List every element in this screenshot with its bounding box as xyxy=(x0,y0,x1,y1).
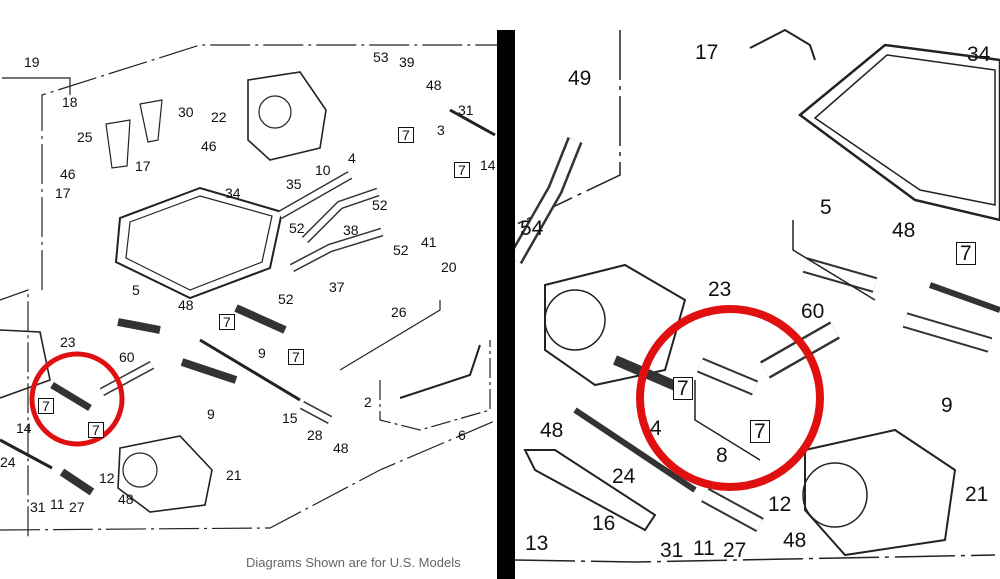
part-label: 52 xyxy=(372,197,388,213)
part-label: 48 xyxy=(783,529,807,552)
part-label: 9 xyxy=(258,345,266,361)
part-label: 18 xyxy=(62,94,78,110)
part-label: 4 xyxy=(650,417,662,440)
part-label: 38 xyxy=(343,222,359,238)
part-label: 12 xyxy=(99,470,115,486)
part-label: 25 xyxy=(77,129,93,145)
part-label: 53 xyxy=(373,49,389,65)
part-label: 11 xyxy=(50,496,65,512)
part-label-boxed: 7 xyxy=(88,422,104,438)
part-label: 21 xyxy=(965,483,989,506)
part-label: 34 xyxy=(967,43,991,66)
part-label: 6 xyxy=(458,427,466,443)
part-label: 13 xyxy=(525,532,549,555)
part-label: 5 xyxy=(820,196,832,219)
part-label: 31 xyxy=(30,499,46,515)
part-label: 48 xyxy=(426,77,442,93)
part-label: 28 xyxy=(307,427,323,443)
part-label-boxed: 7 xyxy=(288,349,304,365)
diagram-overview-panel: 19 18 25 30 22 46 17 46 17 34 35 10 4 53… xyxy=(0,0,497,579)
part-label: 52 xyxy=(278,291,294,307)
highlight-circle xyxy=(636,305,824,491)
part-label: 10 xyxy=(315,162,331,178)
part-label: 17 xyxy=(55,185,71,201)
part-label: 19 xyxy=(24,54,40,70)
part-label: 52 xyxy=(393,242,409,258)
part-label: 14 xyxy=(16,420,32,436)
part-label: 41 xyxy=(421,234,437,250)
part-label-boxed: 7 xyxy=(673,377,693,400)
part-label: 17 xyxy=(695,41,719,64)
part-label: 60 xyxy=(801,300,825,323)
parts-exploded-view-zoomed xyxy=(515,28,1000,563)
part-label: 2 xyxy=(364,394,372,410)
part-label: 54 xyxy=(520,217,544,240)
part-label: 22 xyxy=(211,109,227,125)
part-label: 27 xyxy=(723,539,747,562)
part-label: 46 xyxy=(201,138,217,154)
part-label: 8 xyxy=(716,444,728,467)
part-label: 20 xyxy=(441,259,457,275)
part-label: 15 xyxy=(282,410,298,426)
part-label: 23 xyxy=(708,278,732,301)
part-label: 37 xyxy=(329,279,345,295)
part-label: 27 xyxy=(69,499,85,515)
part-label: 24 xyxy=(612,465,636,488)
part-label: 12 xyxy=(768,493,792,516)
part-label: 46 xyxy=(60,166,76,182)
part-label: 4 xyxy=(348,150,356,166)
part-label: 31 xyxy=(660,539,684,562)
part-label: 39 xyxy=(399,54,415,70)
panel-divider xyxy=(497,30,515,579)
part-label: 17 xyxy=(135,158,151,174)
part-label: 3 xyxy=(437,122,445,138)
part-label: 26 xyxy=(391,304,407,320)
part-label: 48 xyxy=(118,491,134,507)
part-label: 30 xyxy=(178,104,194,120)
part-label: 16 xyxy=(592,512,616,535)
part-label: 60 xyxy=(119,349,135,365)
part-label: 34 xyxy=(225,185,241,201)
part-label: 48 xyxy=(540,419,564,442)
part-label: 11 xyxy=(693,537,715,560)
part-label: 52 xyxy=(289,220,305,236)
diagram-caption: Diagrams Shown are for U.S. Models xyxy=(246,555,461,570)
part-label-boxed: 7 xyxy=(219,314,235,330)
part-label: 23 xyxy=(60,334,76,350)
part-label: 49 xyxy=(568,67,592,90)
part-label-boxed: 7 xyxy=(38,398,54,414)
part-label-boxed: 7 xyxy=(454,162,470,178)
part-label: 21 xyxy=(226,467,242,483)
part-label: 5 xyxy=(132,282,140,298)
part-label: 48 xyxy=(178,297,194,313)
diagram-zoom-panel: 17 34 49 54 5 48 7 23 60 7 48 4 8 7 9 24… xyxy=(515,0,1000,579)
part-label: 31 xyxy=(458,102,474,118)
parts-exploded-view-overview xyxy=(0,44,497,540)
part-label: 48 xyxy=(892,219,916,242)
part-label: 9 xyxy=(207,406,215,422)
part-label: 9 xyxy=(941,394,953,417)
part-label: 48 xyxy=(333,440,349,456)
part-label-boxed: 7 xyxy=(398,127,414,143)
part-label-boxed: 7 xyxy=(750,420,770,443)
part-label: 35 xyxy=(286,176,302,192)
part-label: 14 xyxy=(480,157,496,173)
highlight-circle xyxy=(29,351,125,447)
part-label: 24 xyxy=(0,454,16,470)
part-label-boxed: 7 xyxy=(956,242,976,265)
